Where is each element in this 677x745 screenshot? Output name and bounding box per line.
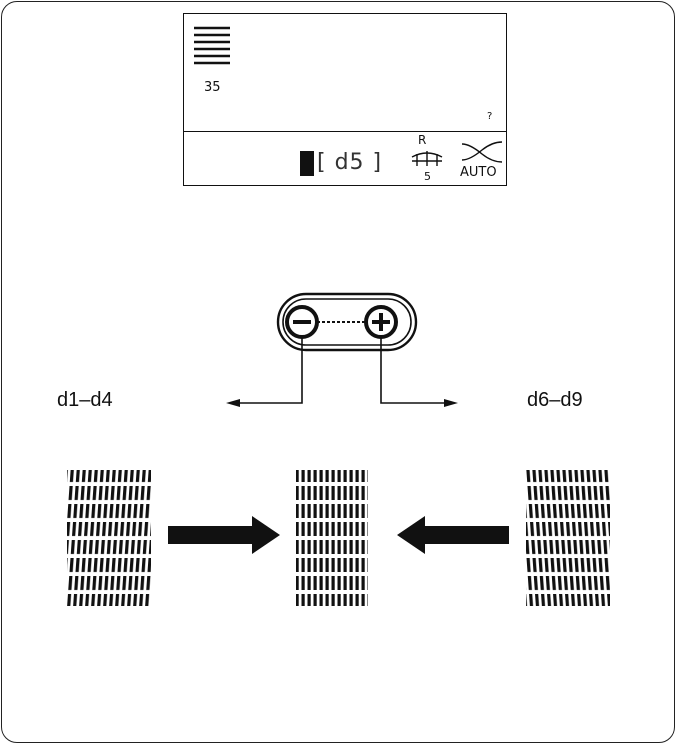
stitch-sample-normal	[296, 470, 368, 606]
arrow-left-icon	[397, 516, 509, 554]
minus-circle-icon[interactable]	[287, 307, 317, 337]
left-range-label: d1–d4	[57, 389, 113, 412]
stitch-sample-sparse	[67, 470, 151, 606]
density-control	[278, 294, 416, 350]
arrow-right-icon	[168, 516, 280, 554]
right-range-label: d6–d9	[527, 389, 583, 412]
minus-leader-arrow	[226, 337, 302, 407]
plus-circle-icon[interactable]	[366, 307, 396, 337]
stitch-sample-dense	[526, 470, 610, 606]
